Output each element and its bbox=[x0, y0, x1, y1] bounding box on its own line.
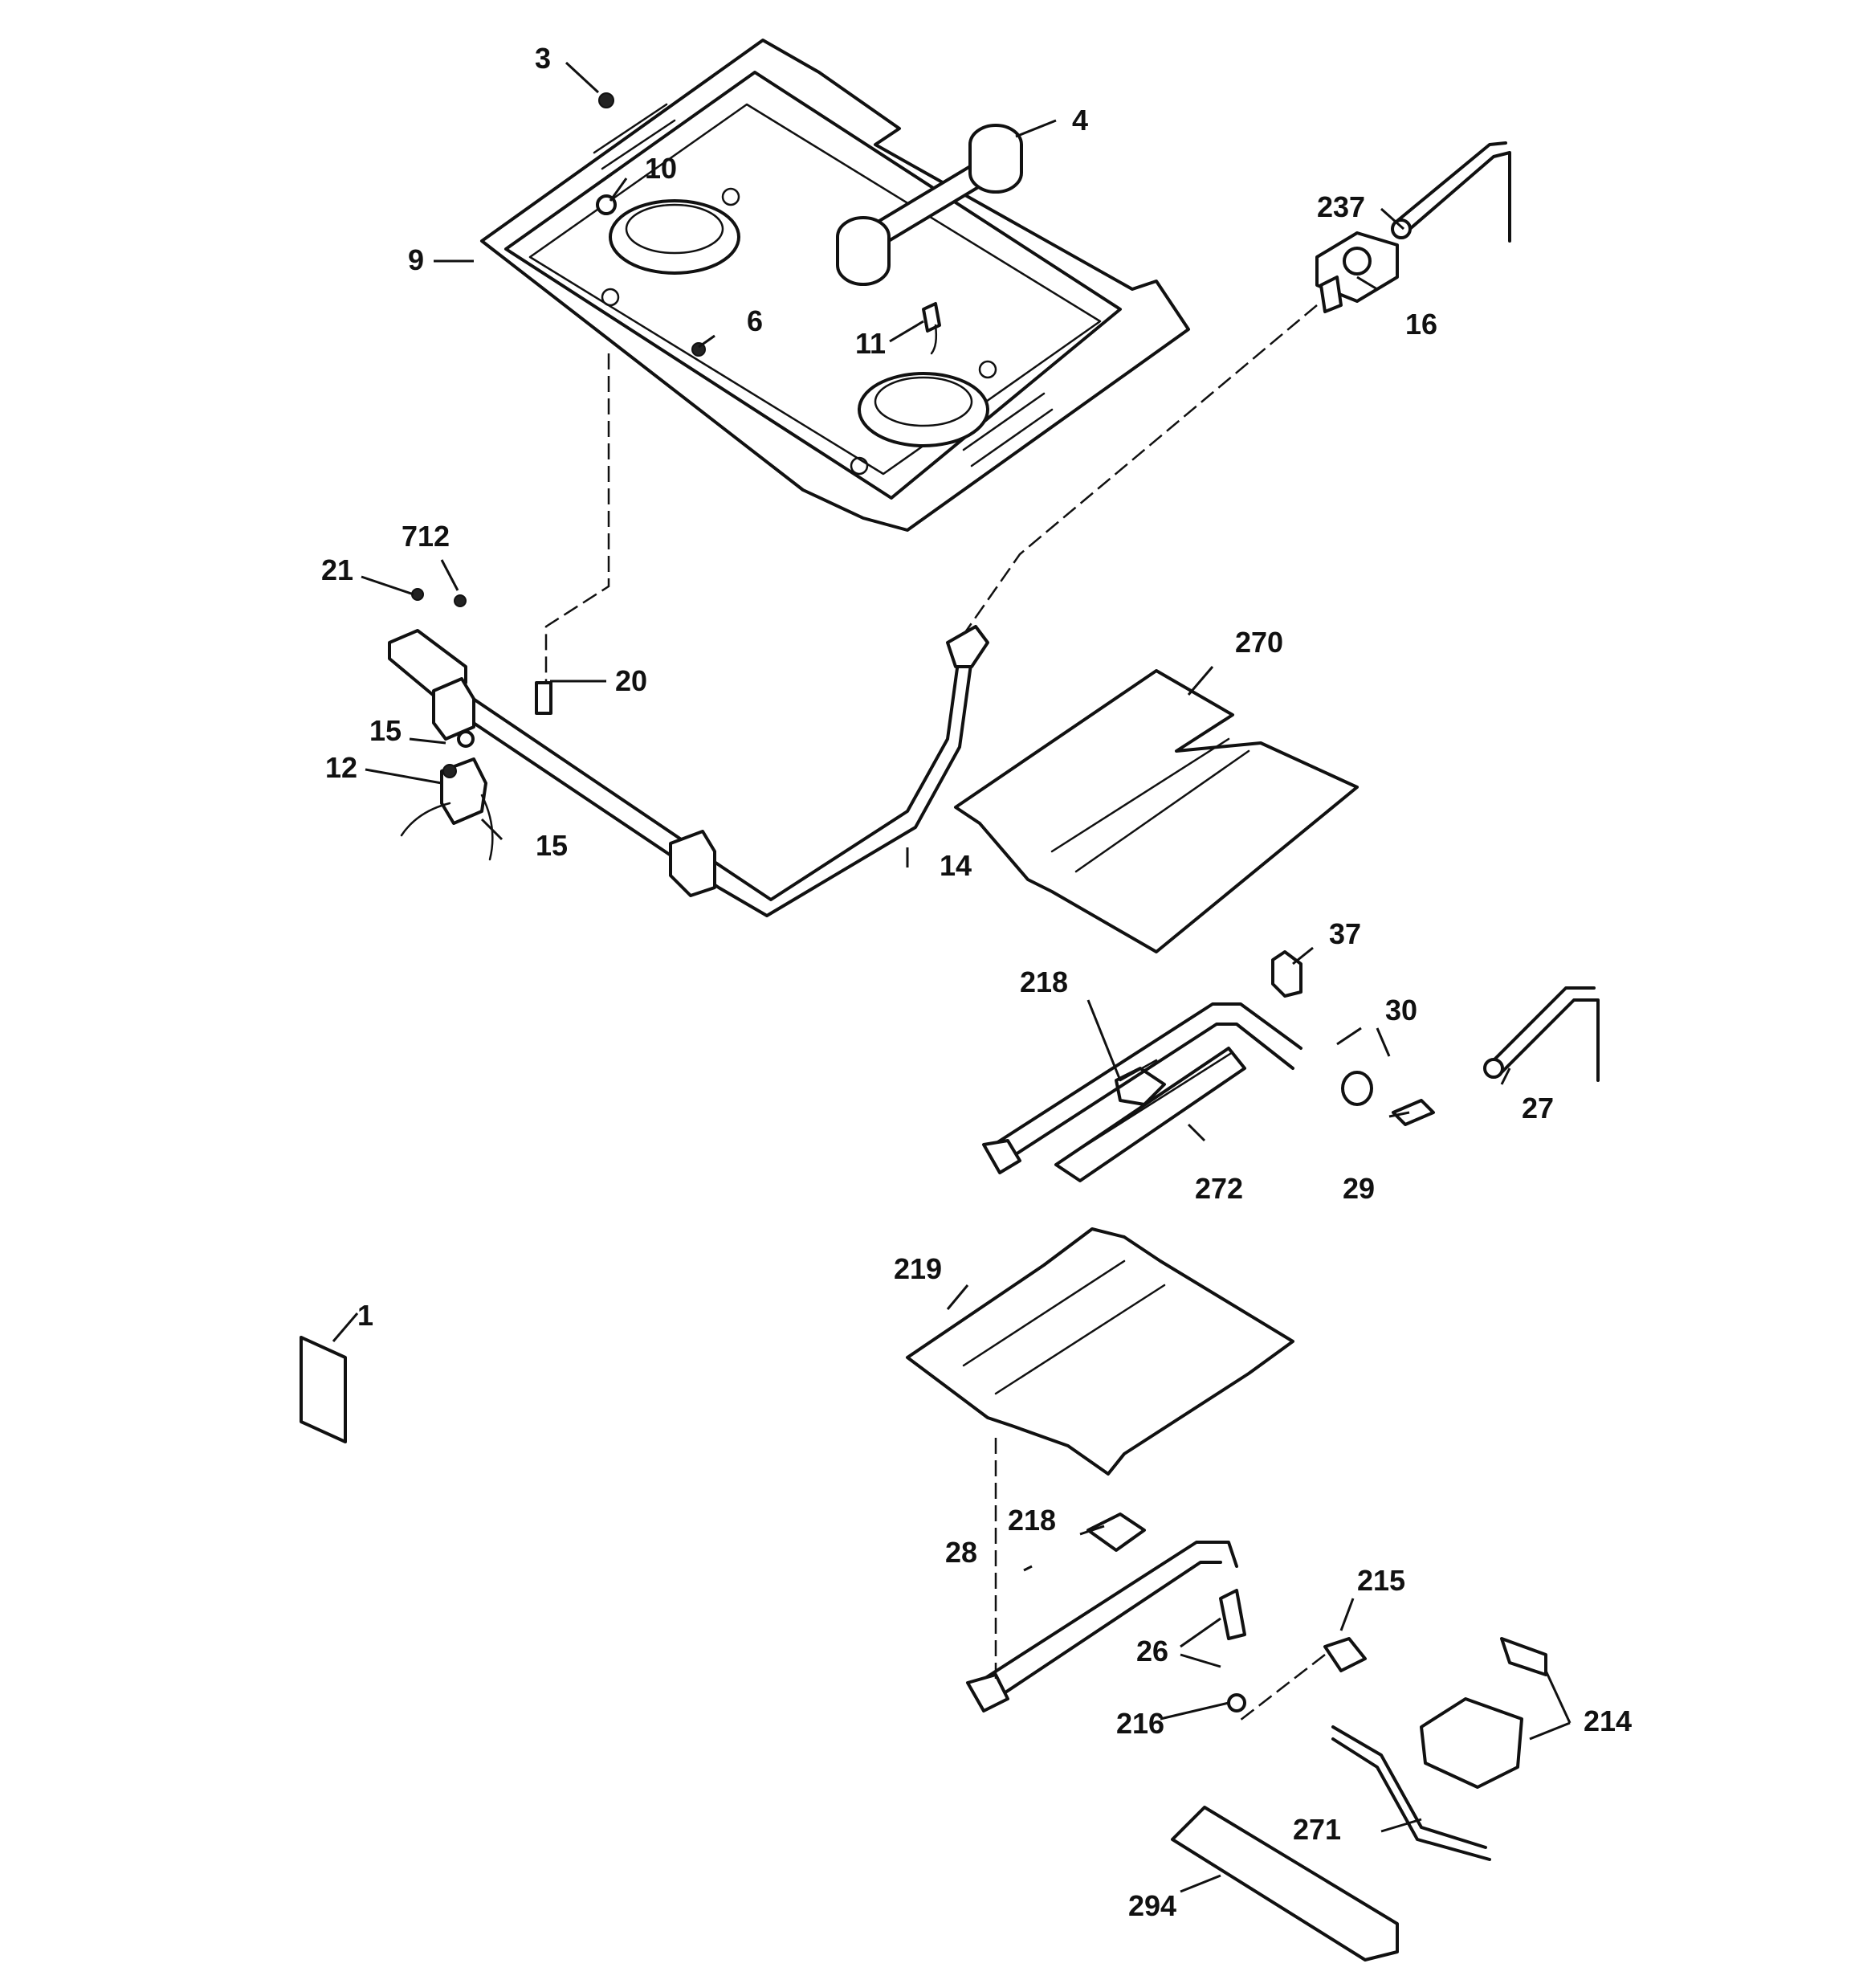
callout-219: 219 bbox=[894, 1252, 942, 1285]
heat-shield-270 bbox=[954, 669, 1359, 953]
callout-29: 29 bbox=[1343, 1172, 1375, 1205]
callout-712: 712 bbox=[402, 520, 450, 553]
callout-272: 272 bbox=[1195, 1172, 1243, 1205]
callout-11: 11 bbox=[855, 327, 886, 360]
callout-15-lower: 15 bbox=[536, 829, 568, 862]
callout-1: 1 bbox=[357, 1299, 373, 1332]
screw-712 bbox=[454, 594, 467, 607]
callout-15-upper: 15 bbox=[369, 714, 402, 747]
callout-9: 9 bbox=[408, 243, 424, 276]
callout-20: 20 bbox=[615, 664, 647, 697]
callout-labels: 3 4 10 9 237 16 6 11 712 21 20 15 12 15 … bbox=[321, 42, 1632, 1922]
callout-30: 30 bbox=[1385, 994, 1417, 1027]
callout-294: 294 bbox=[1128, 1889, 1176, 1922]
oven-burner-assembly bbox=[982, 986, 1600, 1182]
callout-3: 3 bbox=[535, 42, 551, 75]
callout-271: 271 bbox=[1293, 1813, 1341, 1846]
heat-shield-219 bbox=[906, 1227, 1294, 1476]
broiler-burner-assembly bbox=[966, 1512, 1547, 1961]
leader-lines bbox=[332, 61, 1572, 1893]
callout-16: 16 bbox=[1405, 308, 1437, 341]
callout-218-lower: 218 bbox=[1008, 1504, 1056, 1537]
alignment-line-valve-lower bbox=[1236, 1654, 1326, 1724]
callout-10: 10 bbox=[645, 152, 677, 185]
callout-27: 27 bbox=[1522, 1092, 1554, 1125]
callout-37: 37 bbox=[1329, 917, 1361, 950]
literature-packet bbox=[300, 1336, 347, 1443]
manifold-pipe bbox=[388, 625, 989, 917]
callout-216: 216 bbox=[1116, 1707, 1164, 1740]
callout-21: 21 bbox=[321, 553, 353, 586]
callout-14: 14 bbox=[940, 849, 972, 882]
callout-28: 28 bbox=[945, 1536, 977, 1569]
top-valve-and-tube bbox=[1315, 141, 1511, 313]
alignment-line-upper bbox=[544, 353, 610, 683]
igniter-assembly bbox=[836, 124, 1023, 286]
bracket-37 bbox=[1271, 950, 1302, 998]
left-valve bbox=[400, 730, 494, 861]
callout-270: 270 bbox=[1235, 626, 1283, 659]
burner-box-pan bbox=[480, 39, 1190, 532]
alignment-line-valve bbox=[962, 304, 1318, 635]
callout-214: 214 bbox=[1584, 1704, 1632, 1737]
callout-6: 6 bbox=[747, 304, 763, 337]
callout-26: 26 bbox=[1136, 1635, 1168, 1668]
callout-237: 237 bbox=[1317, 190, 1365, 223]
callout-4: 4 bbox=[1072, 104, 1088, 137]
callout-12: 12 bbox=[325, 751, 357, 784]
screw-21 bbox=[411, 588, 424, 601]
callout-215: 215 bbox=[1357, 1564, 1405, 1597]
callout-218-upper: 218 bbox=[1020, 965, 1068, 998]
